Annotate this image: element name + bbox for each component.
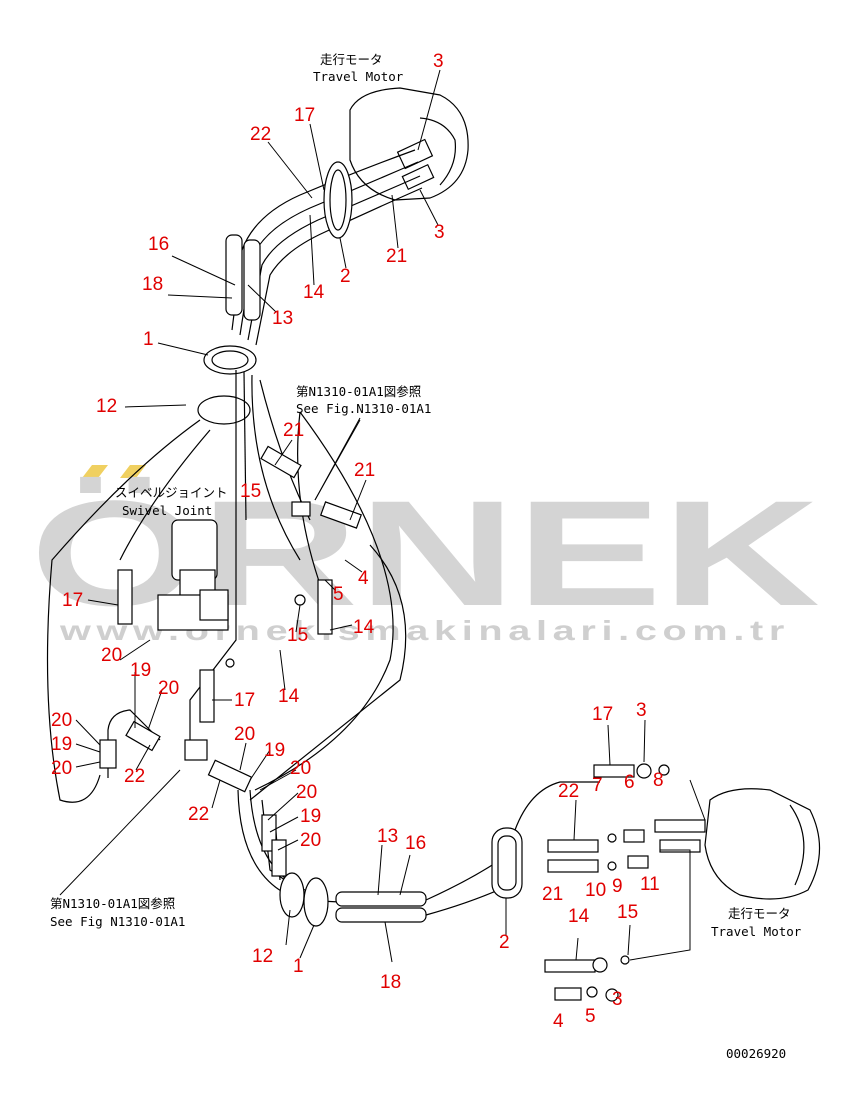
caption-motor-top-jp: 走行モータ	[320, 52, 383, 67]
callout-7: 7	[592, 775, 603, 796]
caption-motor-bottom-en: Travel Motor	[711, 924, 802, 939]
callout-18: 18	[142, 274, 163, 295]
hoses-lower	[207, 759, 341, 903]
captions: 走行モータ Travel Motor 第N1310-01A1図参照 See Fi…	[50, 52, 802, 1061]
callout-13: 13	[272, 308, 293, 329]
callout-15: 15	[617, 902, 638, 923]
callout-9: 9	[612, 876, 623, 897]
callout-22: 22	[558, 781, 579, 802]
callout-22: 22	[124, 766, 145, 787]
caption-motor-bottom-jp: 走行モータ	[728, 906, 791, 921]
callout-16: 16	[405, 833, 426, 854]
callout-17: 17	[234, 690, 255, 711]
callout-3: 3	[612, 989, 623, 1010]
callout-20: 20	[51, 758, 72, 779]
callout-22: 22	[250, 124, 271, 145]
callout-12: 12	[96, 396, 117, 417]
callout-17: 17	[592, 704, 613, 725]
callout-1: 1	[293, 956, 304, 977]
callout-21: 21	[283, 420, 304, 441]
caption-swivel-en: Swivel Joint	[122, 503, 212, 518]
callout-21: 21	[386, 246, 407, 267]
callout-16: 16	[148, 234, 169, 255]
callout-19: 19	[264, 740, 285, 761]
callout-14: 14	[303, 282, 325, 303]
travel-motor-top	[349, 87, 469, 201]
callout-18: 18	[380, 972, 401, 993]
callout-21: 21	[354, 460, 375, 481]
callout-22: 22	[188, 804, 209, 825]
callout-19: 19	[51, 734, 72, 755]
caption-ref-top-jp: 第N1310-01A1図参照	[296, 384, 421, 399]
callout-5: 5	[585, 1006, 596, 1027]
callout-20: 20	[234, 724, 255, 745]
drawing-number: 00026920	[726, 1046, 786, 1061]
callout-20: 20	[290, 758, 311, 779]
watermark-accent-right	[120, 465, 146, 478]
callout-14: 14	[353, 617, 375, 638]
travel-motor-bottom	[704, 788, 821, 900]
callout-2: 2	[340, 266, 351, 287]
callout-10: 10	[585, 880, 606, 901]
callout-17: 17	[294, 105, 315, 126]
callout-14: 14	[568, 906, 590, 927]
callout-3: 3	[433, 51, 444, 72]
callout-6: 6	[624, 772, 635, 793]
callout-14: 14	[278, 686, 300, 707]
callout-20: 20	[51, 710, 72, 731]
callout-4: 4	[358, 568, 369, 589]
callout-13: 13	[377, 826, 398, 847]
ring-12-lower	[279, 872, 305, 918]
callout-4: 4	[553, 1011, 564, 1032]
hose-left-loop	[99, 709, 161, 778]
callout-5: 5	[333, 584, 344, 605]
callout-21: 21	[542, 884, 563, 905]
callout-15: 15	[287, 625, 308, 646]
callout-11: 11	[640, 874, 660, 895]
callout-19: 19	[130, 660, 151, 681]
callout-20: 20	[300, 830, 321, 851]
fittings-lower-right	[544, 763, 706, 1002]
callout-12: 12	[252, 946, 273, 967]
swivel-joint	[157, 519, 229, 631]
callout-15: 15	[240, 481, 261, 502]
caption-ref-bottom-en: See Fig N1310-01A1	[50, 914, 185, 929]
callout-20: 20	[296, 782, 317, 803]
callout-17: 17	[62, 590, 83, 611]
callout-labels: 3 17 22 3 21 2 14 16 18 13 1 12 21 15 21…	[51, 51, 664, 1032]
callout-2: 2	[499, 932, 510, 953]
caption-ref-top-en: See Fig.N1310-01A1	[296, 401, 431, 416]
leader-lines	[59, 69, 646, 963]
callout-3: 3	[434, 222, 445, 243]
callout-19: 19	[300, 806, 321, 827]
watermark-accent-left	[82, 465, 108, 478]
callout-20: 20	[158, 678, 179, 699]
fittings-center	[117, 445, 363, 761]
caption-ref-bottom-jp: 第N1310-01A1図参照	[50, 896, 175, 911]
hose-protector-upper	[225, 234, 261, 321]
caption-motor-top-en: Travel Motor	[313, 69, 404, 84]
callout-3: 3	[636, 700, 647, 721]
caption-swivel-jp: スイベルジョイント	[115, 485, 228, 500]
ring-1-lower	[303, 877, 329, 927]
callout-1: 1	[143, 329, 154, 350]
callout-8: 8	[653, 770, 664, 791]
ring-12-upper	[197, 395, 251, 425]
hose-protector-lower	[335, 891, 427, 923]
callout-20: 20	[101, 645, 122, 666]
